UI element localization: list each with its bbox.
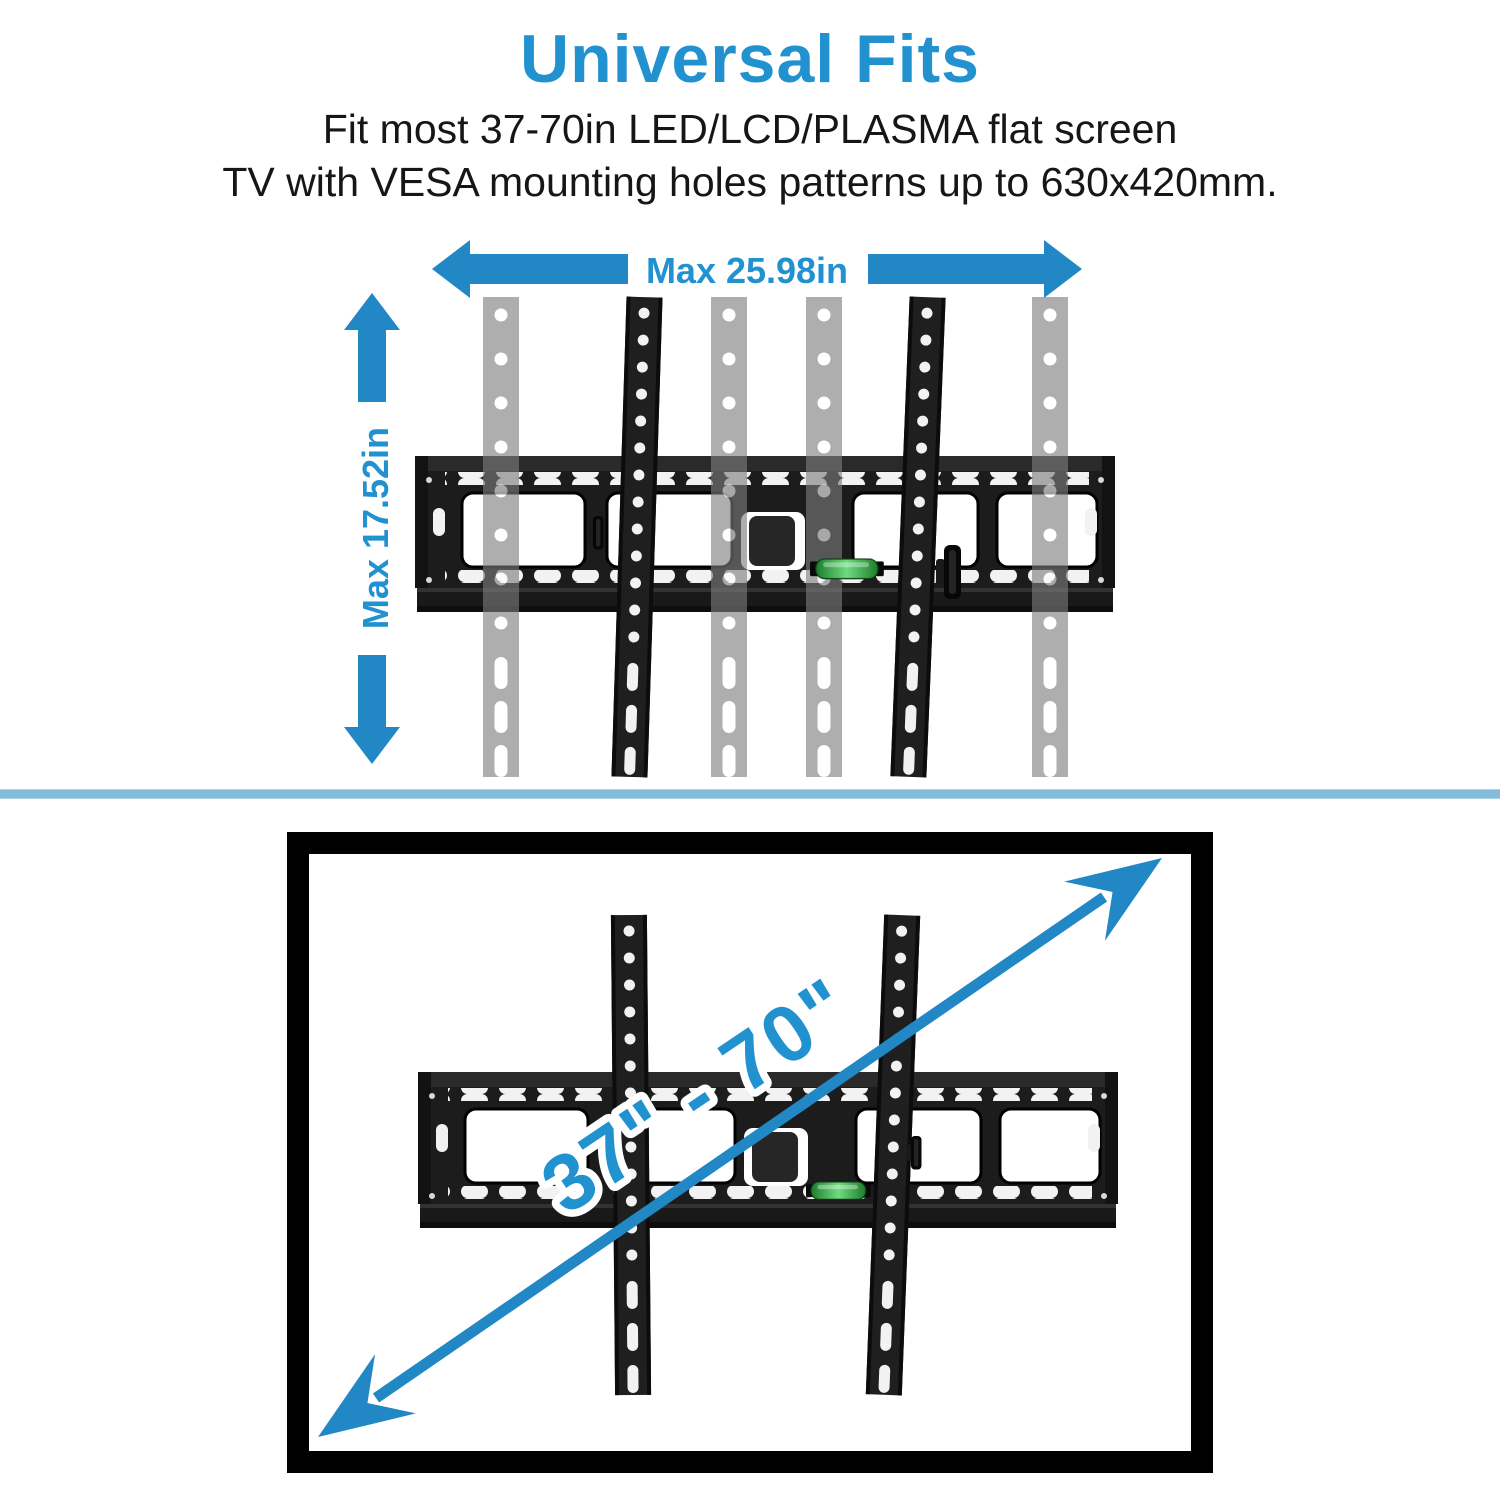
- bottom-diagram: 37" - 70": [287, 832, 1213, 1473]
- width-arrow-left-icon: [432, 240, 628, 298]
- height-label: Max 17.52in: [355, 427, 396, 629]
- diagonal-size-arrow-icon: [318, 858, 1162, 1437]
- vesa-rail-ghost: [1032, 297, 1068, 777]
- vesa-rail-ghost: [483, 297, 519, 777]
- subtitle-line1: Fit most 37-70in LED/LCD/PLASMA flat scr…: [322, 106, 1178, 152]
- vesa-rail: [611, 296, 663, 778]
- subtitle: Fit most 37-70in LED/LCD/PLASMA flat scr…: [0, 103, 1500, 209]
- subtitle-line2: TV with VESA mounting holes patterns up …: [222, 159, 1278, 205]
- wall-mount-top: [413, 296, 1117, 778]
- top-diagram: Max 25.98in Max 17.52in: [344, 240, 1117, 778]
- page-title: Universal Fits: [520, 21, 980, 97]
- bubble-level-icon: [809, 558, 885, 580]
- height-arrow-down-icon: [344, 655, 400, 764]
- section-divider: [0, 789, 1500, 799]
- width-arrow-right-icon: [868, 240, 1082, 298]
- height-arrow-up-icon: [344, 293, 400, 402]
- bubble-level-icon: [805, 1181, 872, 1200]
- width-label: Max 25.98in: [646, 250, 848, 291]
- wall-plate: [413, 454, 1117, 614]
- vesa-rail-ghost: [711, 297, 747, 777]
- vesa-rail-ghost: [806, 297, 842, 777]
